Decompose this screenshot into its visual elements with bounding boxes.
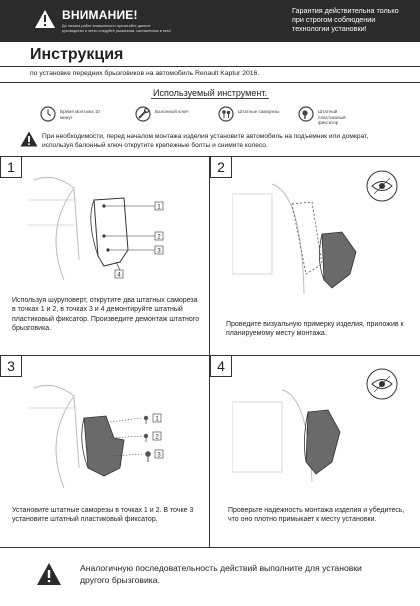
callout-label: 1 (157, 205, 161, 211)
step-3-illustration: 1 2 3 (28, 384, 164, 489)
step-text: Проведите визуальную примерку изделия, п… (226, 321, 404, 338)
divider (209, 156, 210, 547)
final-note: Аналогичную последовательность действий … (80, 563, 362, 585)
step-number: 2 (210, 156, 232, 178)
tools-heading: Используемый инструмент. (151, 88, 269, 99)
notice-text: При необходимости, перед началом монтажа… (42, 133, 369, 149)
divider (0, 82, 420, 83)
warning-title: ВНИМАНИЕ! (62, 8, 138, 22)
step-1-illustration: 1 2 3 4 (28, 176, 164, 281)
divider (0, 547, 420, 548)
step-number: 1 (0, 156, 22, 178)
callout-label: 4 (117, 273, 121, 279)
tool-label: Время монтажа 10 минут (60, 109, 100, 120)
tool-label: Балонный ключ (155, 109, 189, 114)
eye-icon (371, 181, 393, 191)
warning-header: ВНИМАНИЕ! До начала работ внимательно пр… (0, 0, 420, 42)
step-number: 4 (210, 355, 232, 377)
tool-label: Штатный пластиковый фиксатор (318, 109, 346, 126)
step-text: Проверьте надежность монтажа изделия и у… (228, 507, 405, 524)
guarantee-text: Гарантия действительна только при строго… (292, 6, 399, 33)
clip-icon (298, 106, 314, 122)
callout-label: 1 (155, 417, 159, 423)
warning-icon (37, 563, 61, 585)
tool-label: Штатные саморезы (238, 109, 280, 114)
callout-label: 2 (157, 235, 161, 241)
warning-icon (35, 10, 55, 28)
warning-icon (20, 131, 38, 147)
wrench-icon (135, 106, 151, 122)
clock-icon (40, 106, 56, 122)
step-number: 3 (0, 355, 22, 377)
divider (0, 66, 420, 67)
page-title: Инструкция (30, 46, 124, 63)
callout-label: 2 (155, 435, 159, 441)
step-4-illustration (232, 368, 398, 483)
callout-label: 3 (157, 249, 161, 255)
page-subtitle: по установке передних брызговиков на авт… (30, 70, 260, 77)
callout-label: 3 (157, 453, 161, 459)
step-text: Установите штатные саморезы в точках 1 и… (12, 507, 194, 524)
screws-icon (218, 106, 234, 122)
warning-subtitle: До начала работ внимательно прочитайте д… (62, 24, 171, 33)
step-2-illustration (232, 170, 398, 295)
step-text: Используя шуруповерт, открутите два штат… (12, 297, 200, 333)
